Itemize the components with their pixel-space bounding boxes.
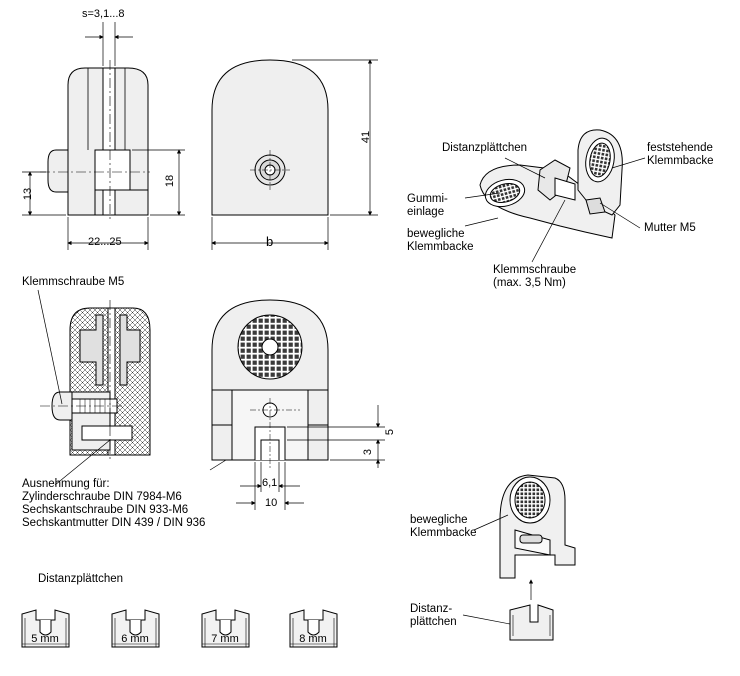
label-iso-klemmbacke-fixed: Klemmbacke xyxy=(647,155,714,167)
label-iso-mutter: Mutter M5 xyxy=(644,222,696,234)
spacer-row xyxy=(21,609,338,648)
dim-6-1: 6,1 xyxy=(262,477,278,489)
spacer-8mm xyxy=(289,609,338,648)
back-view-dims xyxy=(236,405,385,510)
dim-41: 41 xyxy=(360,130,372,144)
isometric-movable-jaw xyxy=(499,474,576,641)
back-view xyxy=(211,299,329,470)
front-view xyxy=(211,59,329,216)
spacer-5mm xyxy=(21,609,70,648)
label-iso-max-torque: (max. 3,5 Nm) xyxy=(493,277,566,289)
label-iso2-klemmbacke: Klemmbacke xyxy=(410,527,477,539)
spacer-label-7mm: 7 mm xyxy=(211,633,239,645)
dim-b: b xyxy=(266,234,274,249)
label-ausnehmung-line-2: Sechskantschraube DIN 933-M6 xyxy=(22,504,189,516)
label-klemmschraube-m5: Klemmschraube M5 xyxy=(22,276,125,288)
label-iso-einlage: einlage xyxy=(407,206,445,218)
front-view-dims xyxy=(211,59,378,250)
isometric-leaders xyxy=(464,157,646,263)
label-iso-bewegliche: bewegliche xyxy=(407,228,465,240)
side-view-dims xyxy=(22,22,185,250)
dim-5: 5 xyxy=(384,428,396,436)
label-iso-gummi: Gummi- xyxy=(407,193,448,205)
dim-s: s=3,1...8 xyxy=(82,8,125,20)
label-iso-klemmbacke-moving: Klemmbacke xyxy=(407,241,474,253)
label-iso-klemmschraube: Klemmschraube xyxy=(493,264,577,276)
label-ausnehmung-line-3: Sechskantmutter DIN 439 / DIN 936 xyxy=(22,517,206,529)
label-ausnehmung-line-1: Zylinderschraube DIN 7984-M6 xyxy=(22,491,182,503)
spacer-label-5mm: 5 mm xyxy=(31,633,59,645)
isometric-assembly xyxy=(479,129,623,239)
label-iso2-plaettchen: plättchen xyxy=(410,616,457,628)
label-iso-feststehende: feststehende xyxy=(647,142,713,154)
spacer-label-8mm: 8 mm xyxy=(299,633,327,645)
label-distanzplaettchen-title: Distanzplättchen xyxy=(38,573,124,585)
dim-22-25: 22...25 xyxy=(88,236,122,248)
dim-10: 10 xyxy=(265,497,278,509)
dim-18: 18 xyxy=(164,174,176,188)
label-iso2-distanz: Distanz- xyxy=(410,603,453,615)
label-ausnehmung: Ausnehmung für: xyxy=(22,478,110,490)
spacer-6mm xyxy=(111,609,160,648)
label-iso2-bewegliche: bewegliche xyxy=(410,514,468,526)
section-view xyxy=(40,300,151,460)
spacer-label-6mm: 6 mm xyxy=(121,633,149,645)
side-view xyxy=(40,60,150,222)
label-iso-distanzplaettchen: Distanzplättchen xyxy=(442,142,528,154)
spacer-7mm xyxy=(201,609,250,648)
dim-13: 13 xyxy=(22,187,34,201)
dim-3: 3 xyxy=(362,448,374,456)
isometric-2-leaders xyxy=(462,514,534,625)
